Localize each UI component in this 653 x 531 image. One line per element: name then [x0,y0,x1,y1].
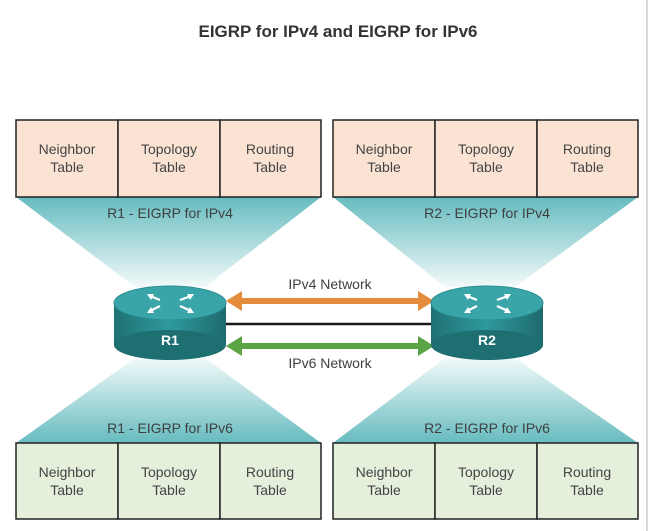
r2-ipv6-funnel [333,358,638,443]
r1-ipv4-routing-table [219,119,322,198]
r1-ipv4-topology-table [117,119,221,198]
router-r2-arrows-icon [464,294,511,313]
r2-ipv4-topology-line2: Table [469,159,503,175]
r2-ipv4-funnel [333,197,638,287]
r2-ipv4-topology-table [434,119,538,198]
r2-ipv6-band-label: R2 - EIGRP for IPv6 [424,420,550,436]
r2-ipv6-routing-line1: Routing [563,464,611,480]
router-r1-bottom [114,330,226,360]
r2-ipv4-band-label: R2 - EIGRP for IPv4 [424,205,550,221]
r1-ipv4-topology-line1: Topology [141,141,197,157]
router-r1-label: R1 [161,332,179,348]
r2-ipv4-topology-line1: Topology [458,141,514,157]
router-r1-top [113,285,227,321]
r2-ipv4-routing-line2: Table [570,159,604,175]
r2-ipv6-neighbor-table [332,442,436,520]
r2-ipv6-routing-line2: Table [570,482,604,498]
r2-ipv6-neighbor-line1: Neighbor [356,464,413,480]
r1-ipv6-topology-table [117,442,221,520]
r1-ipv6-topology-line1: Topology [141,464,197,480]
r2-ipv4-neighbor-line1: Neighbor [356,141,413,157]
router-r2-top [430,285,544,321]
r1-ipv4-routing-line2: Table [253,159,287,175]
router-r1[interactable]: R1 [113,285,227,360]
ipv6-network-arrow [226,336,434,356]
r1-ipv6-topology-line2: Table [152,482,186,498]
ipv4-network-arrow [226,291,434,311]
r1-ipv4-topology-line2: Table [152,159,186,175]
r1-ipv4-neighbor-line1: Neighbor [39,141,96,157]
r1-ipv4-table-group: Neighbor Table Topology Table Routing Ta… [15,119,322,198]
router-r1-arrows-icon [147,294,194,313]
router-r2-label: R2 [478,332,496,348]
r2-ipv4-routing-line1: Routing [563,141,611,157]
r2-ipv6-topology-table [434,442,538,520]
r2-ipv4-routing-table [536,119,639,198]
r1-ipv4-funnel [16,197,321,287]
router-r2-bottom [431,330,543,360]
r1-ipv6-neighbor-line2: Table [50,482,84,498]
r1-ipv6-funnel [16,358,321,443]
r2-ipv4-neighbor-line2: Table [367,159,401,175]
r1-ipv4-neighbor-line2: Table [50,159,84,175]
r1-ipv6-routing-table [219,442,322,520]
r2-ipv6-topology-line1: Topology [458,464,514,480]
r1-ipv6-neighbor-line1: Neighbor [39,464,96,480]
r1-ipv4-routing-line1: Routing [246,141,294,157]
r1-ipv6-neighbor-table [15,442,119,520]
diagram-title: EIGRP for IPv4 and EIGRP for IPv6 [198,22,477,41]
r1-ipv6-routing-line1: Routing [246,464,294,480]
r2-ipv6-table-group: Neighbor Table Topology Table Routing Ta… [332,442,639,520]
r1-ipv6-table-group: Neighbor Table Topology Table Routing Ta… [15,442,322,520]
r1-ipv6-routing-line2: Table [253,482,287,498]
r1-ipv4-band-label: R1 - EIGRP for IPv4 [107,205,233,221]
r1-ipv4-neighbor-table [15,119,119,198]
r2-ipv6-routing-table [536,442,639,520]
r2-ipv6-neighbor-line2: Table [367,482,401,498]
ipv4-network-label: IPv4 Network [288,276,372,292]
router-r2[interactable]: R2 [430,285,544,360]
r2-ipv4-table-group: Neighbor Table Topology Table Routing Ta… [332,119,639,198]
r2-ipv6-topology-line2: Table [469,482,503,498]
ipv6-network-label: IPv6 Network [288,355,372,371]
r1-ipv6-band-label: R1 - EIGRP for IPv6 [107,420,233,436]
